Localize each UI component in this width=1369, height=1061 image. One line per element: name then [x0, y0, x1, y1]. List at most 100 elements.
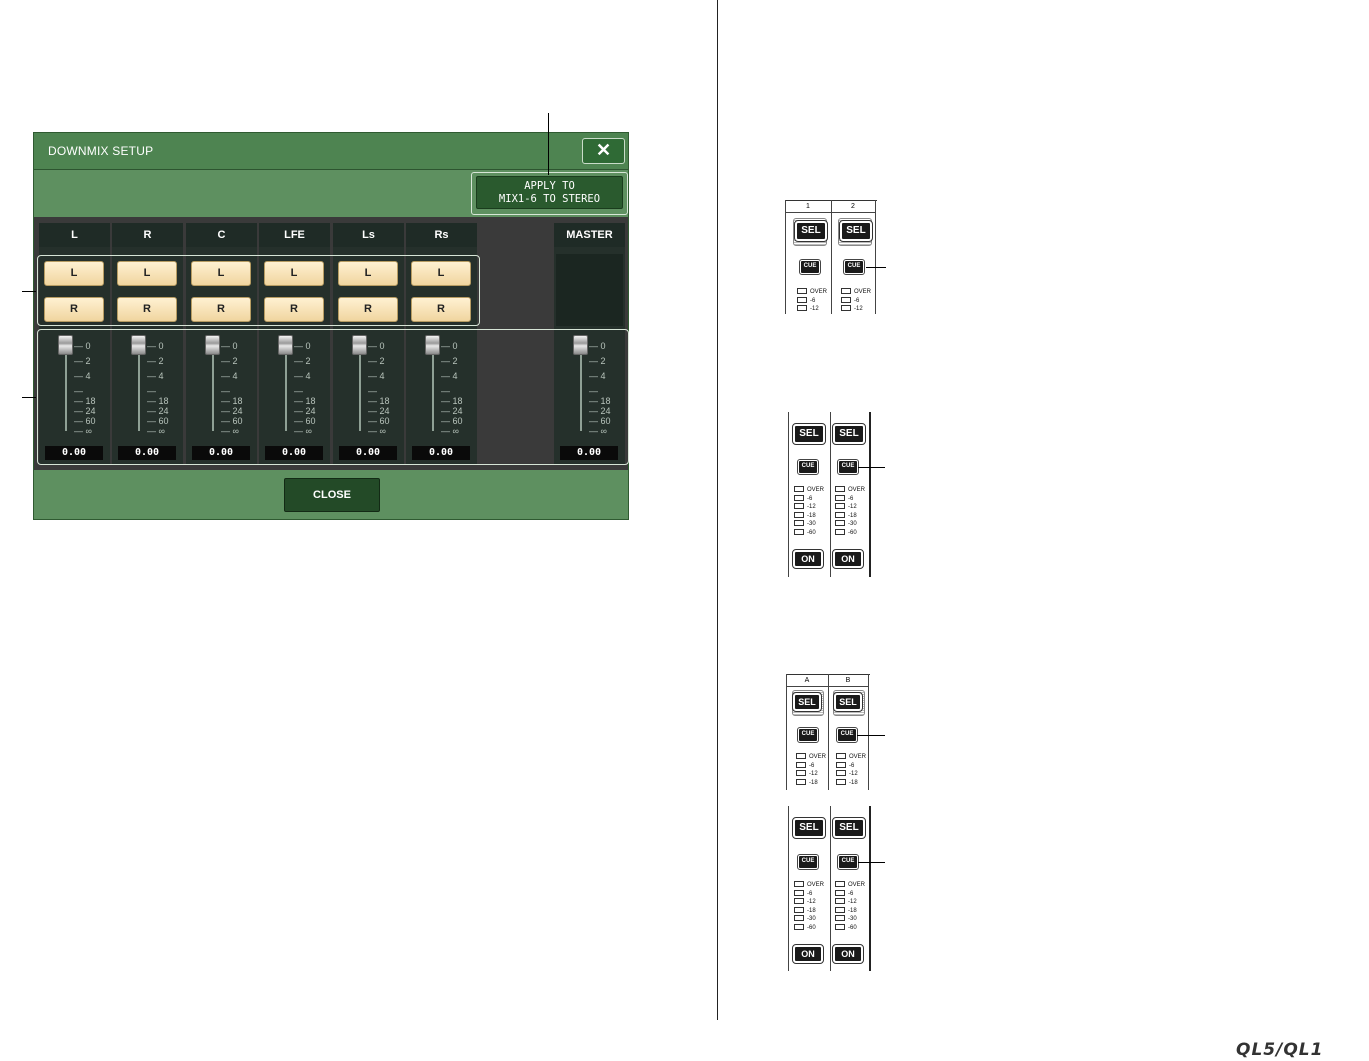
channel-header-rs: Rs: [406, 223, 477, 247]
apply-label-line2: MIX1-6 TO STEREO: [498, 193, 601, 205]
page-divider: [717, 0, 718, 1020]
fader-knob[interactable]: [58, 335, 73, 355]
title-bar: DOWNMIX SETUP ✕: [34, 133, 628, 170]
level-meter: OVER -6 -12 -18 -30 -60: [794, 881, 824, 932]
level-meter: OVER -6 -12 -18: [796, 753, 826, 787]
master-empty-slot: [556, 254, 623, 326]
fader-knob[interactable]: [573, 335, 588, 355]
cue-button[interactable]: CUE: [837, 459, 859, 475]
cue-button[interactable]: CUE: [836, 727, 858, 743]
fader-scale: — 0— 2— 4—— 18— 24— 60— ∞: [74, 341, 96, 436]
fader-track: [285, 341, 287, 431]
fader-c[interactable]: — 0— 2— 4—— 18— 24— 60— ∞: [203, 335, 253, 436]
fader-scale: — 0— 2— 4—— 18— 24— 60— ∞: [221, 341, 243, 436]
channel-header-l: L: [39, 223, 110, 247]
routing-r-button[interactable]: R: [411, 297, 471, 322]
channel-letter: B: [845, 677, 851, 684]
apply-label-line1: APPLY TO: [524, 180, 575, 192]
level-meter: OVER -6 -12: [841, 288, 871, 314]
cue-button[interactable]: CUE: [837, 854, 859, 870]
console-panel-1: 1 2 SEL SEL CUE CUE OVER -6 -12 OVER -6 …: [785, 200, 877, 314]
fader-knob[interactable]: [278, 335, 293, 355]
routing-r-button[interactable]: R: [338, 297, 398, 322]
on-button[interactable]: ON: [792, 944, 824, 964]
sel-button[interactable]: SEL: [792, 692, 822, 712]
channel-header-r: R: [112, 223, 183, 247]
master-header: MASTER: [554, 223, 625, 247]
apply-button-frame: [471, 172, 628, 215]
level-value[interactable]: 0.00: [265, 446, 323, 460]
apply-to-stereo-button[interactable]: APPLY TO MIX1-6 TO STEREO: [476, 176, 623, 209]
close-x-button[interactable]: ✕: [582, 138, 625, 164]
callout-line: [858, 467, 885, 468]
fader-l[interactable]: — 0— 2— 4—— 18— 24— 60— ∞: [56, 335, 106, 436]
level-value[interactable]: 0.00: [45, 446, 103, 460]
callout-line: [22, 291, 36, 292]
level-value[interactable]: 0.00: [118, 446, 176, 460]
sel-button[interactable]: SEL: [792, 423, 826, 445]
cue-button[interactable]: CUE: [799, 259, 821, 275]
routing-l-button[interactable]: L: [191, 261, 251, 286]
level-meter: OVER -6 -12 -18 -30 -60: [794, 486, 824, 537]
on-button[interactable]: ON: [832, 549, 864, 569]
fader-scale: — 0— 2— 4—— 18— 24— 60— ∞: [441, 341, 463, 436]
level-value[interactable]: 0.00: [412, 446, 470, 460]
routing-l-button[interactable]: L: [117, 261, 177, 286]
fader-group-frame: [37, 329, 629, 465]
fader-ls[interactable]: — 0— 2— 4—— 18— 24— 60— ∞: [350, 335, 400, 436]
level-value[interactable]: 0.00: [339, 446, 397, 460]
routing-r-button[interactable]: R: [44, 297, 104, 322]
callout-line: [857, 735, 885, 736]
fader-scale: — 0— 2— 4—— 18— 24— 60— ∞: [589, 341, 611, 436]
fader-master[interactable]: — 0— 2— 4—— 18— 24— 60— ∞: [571, 335, 621, 436]
fader-rs[interactable]: — 0— 2— 4—— 18— 24— 60— ∞: [423, 335, 473, 436]
fader-track: [580, 341, 582, 431]
fader-track: [212, 341, 214, 431]
sel-button[interactable]: SEL: [792, 817, 826, 839]
console-panel-2: SEL SEL CUE CUE OVER -6 -12 -18 -30 -60 …: [788, 412, 872, 577]
fader-scale: — 0— 2— 4—— 18— 24— 60— ∞: [368, 341, 390, 436]
fader-scale: — 0— 2— 4—— 18— 24— 60— ∞: [294, 341, 316, 436]
level-meter: OVER -6 -12 -18 -30 -60: [835, 881, 865, 932]
routing-r-button[interactable]: R: [264, 297, 324, 322]
callout-line: [858, 862, 885, 863]
callout-line: [548, 113, 549, 175]
master-level-value[interactable]: 0.00: [560, 446, 618, 460]
on-button[interactable]: ON: [792, 549, 824, 569]
fader-knob[interactable]: [425, 335, 440, 355]
console-panel-4: SEL SEL CUE CUE OVER -6 -12 -18 -30 -60 …: [788, 806, 872, 971]
cue-button[interactable]: CUE: [797, 459, 819, 475]
console-panel-3: A B SEL SEL CUE CUE OVER -6 -12 -18 OVER…: [786, 674, 870, 790]
routing-l-button[interactable]: L: [338, 261, 398, 286]
fader-scale: — 0— 2— 4—— 18— 24— 60— ∞: [147, 341, 169, 436]
sel-button[interactable]: SEL: [833, 692, 863, 712]
dialog-title: DOWNMIX SETUP: [48, 144, 154, 158]
channel-number: 2: [851, 203, 855, 210]
sel-button[interactable]: SEL: [832, 817, 866, 839]
cue-button[interactable]: CUE: [797, 727, 819, 743]
routing-group-frame: [37, 255, 480, 326]
routing-r-button[interactable]: R: [191, 297, 251, 322]
sel-button[interactable]: SEL: [832, 423, 866, 445]
routing-l-button[interactable]: L: [264, 261, 324, 286]
sel-button[interactable]: SEL: [794, 220, 828, 242]
routing-r-button[interactable]: R: [117, 297, 177, 322]
callout-line: [22, 397, 36, 398]
sel-button[interactable]: SEL: [839, 220, 873, 242]
level-value[interactable]: 0.00: [192, 446, 250, 460]
fader-track: [65, 341, 67, 431]
fader-knob[interactable]: [352, 335, 367, 355]
on-button[interactable]: ON: [832, 944, 864, 964]
level-meter: OVER -6 -12: [797, 288, 827, 314]
routing-l-button[interactable]: L: [411, 261, 471, 286]
product-logo: QL5/QL1: [1236, 1040, 1324, 1060]
close-button[interactable]: CLOSE: [284, 478, 380, 512]
fader-knob[interactable]: [131, 335, 146, 355]
level-meter: OVER -6 -12 -18 -30 -60: [835, 486, 865, 537]
cue-button[interactable]: CUE: [797, 854, 819, 870]
fader-r[interactable]: — 0— 2— 4—— 18— 24— 60— ∞: [129, 335, 179, 436]
cue-button[interactable]: CUE: [843, 259, 865, 275]
fader-lfe[interactable]: — 0— 2— 4—— 18— 24— 60— ∞: [276, 335, 326, 436]
fader-knob[interactable]: [205, 335, 220, 355]
routing-l-button[interactable]: L: [44, 261, 104, 286]
